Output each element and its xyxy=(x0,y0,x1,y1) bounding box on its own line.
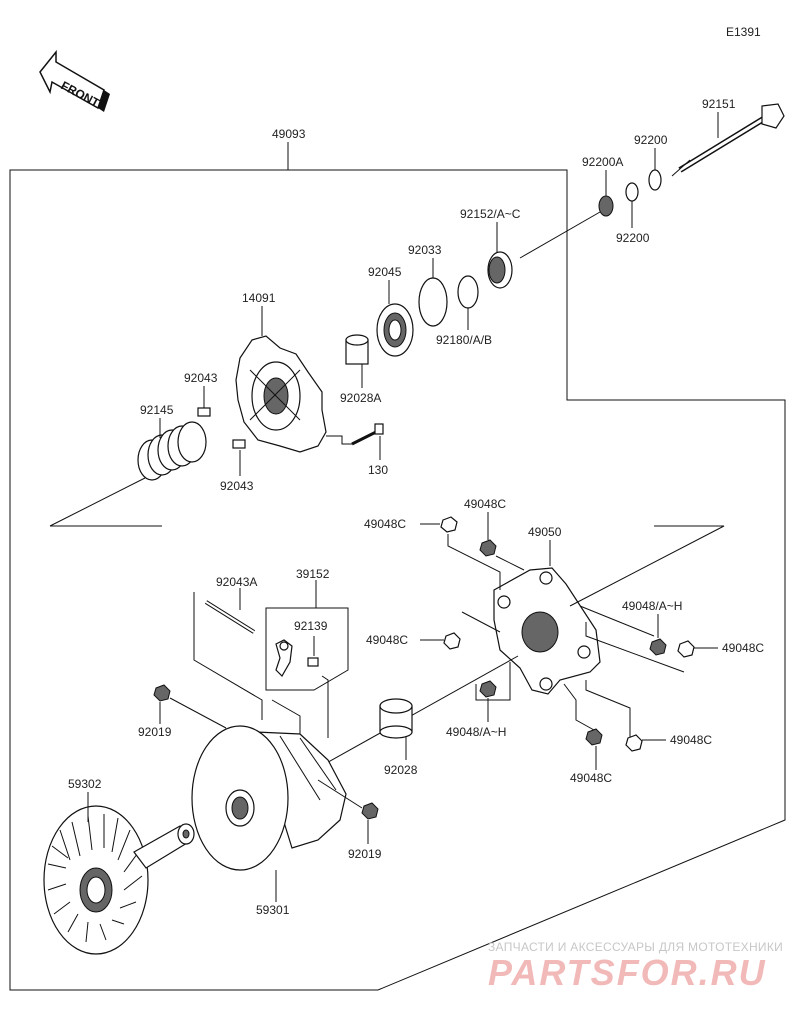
collar-92152 xyxy=(487,251,513,289)
watermark-tagline: ЗАПЧАСТИ И АКСЕССУАРЫ ДЛЯ МОТОТЕХНИКИ xyxy=(488,940,784,954)
weight-39152 xyxy=(275,639,293,677)
label-92033: 92033 xyxy=(408,243,442,257)
washer-92200A xyxy=(598,195,614,217)
snap-ring-92033 xyxy=(418,277,448,327)
sheave-59301 xyxy=(191,725,347,871)
nut-49048C-3 xyxy=(443,632,461,650)
label-59301: 59301 xyxy=(256,903,290,917)
label-49048C-right: 49048C xyxy=(722,641,764,655)
label-92200-bottom: 92200 xyxy=(616,231,650,245)
nut-49048C-2 xyxy=(479,539,497,557)
label-92200-top: 92200 xyxy=(634,133,668,147)
label-92019-right: 92019 xyxy=(348,847,382,861)
sheave-59302 xyxy=(43,805,195,955)
pin-92043A xyxy=(204,600,256,634)
nut-92019-right xyxy=(361,802,379,820)
label-14091: 14091 xyxy=(242,291,276,305)
washer-92200-bottom xyxy=(625,182,639,202)
label-92139: 92139 xyxy=(294,619,328,633)
diagram-code: E1391 xyxy=(726,25,761,39)
spider-49050 xyxy=(493,567,601,695)
label-49048AH-mid: 49048/A~H xyxy=(446,725,506,739)
dowel-92043-bottom xyxy=(232,439,246,449)
nut-49048AH-mid xyxy=(479,680,497,698)
bolt-92151 xyxy=(671,103,785,177)
nut-49048C-1 xyxy=(440,516,458,533)
bushing-92028A xyxy=(345,334,369,365)
nut-92019-left xyxy=(153,684,171,702)
front-arrow-icon: FRONT xyxy=(39,49,110,112)
nut-49048C-right xyxy=(677,640,695,658)
label-92043-top: 92043 xyxy=(184,371,218,385)
bushing-92028 xyxy=(379,698,413,739)
label-92200A: 92200A xyxy=(582,155,623,169)
label-92145: 92145 xyxy=(140,403,174,417)
washer-92200-top xyxy=(648,169,662,191)
watermark-logo: PARTSFOR.RU xyxy=(488,952,767,993)
spring-92145 xyxy=(137,421,207,481)
bolt-130 xyxy=(351,423,384,446)
nut-49048C-bottom xyxy=(585,728,603,746)
label-92028A: 92028A xyxy=(340,391,381,405)
label-49048C-3: 49048C xyxy=(366,633,408,647)
label-49048C-1: 49048C xyxy=(364,517,406,531)
bearing-92045 xyxy=(376,303,414,357)
label-92028: 92028 xyxy=(384,763,418,777)
nut-49048AH-right xyxy=(649,638,667,656)
label-49048C-br: 49048C xyxy=(670,733,712,747)
label-92180: 92180/A/B xyxy=(436,333,492,347)
label-92019-left: 92019 xyxy=(138,725,172,739)
roller-92139 xyxy=(307,657,319,667)
nut-49048C-br xyxy=(625,734,643,752)
label-130: 130 xyxy=(368,463,388,477)
label-49050: 49050 xyxy=(528,525,562,539)
label-92152: 92152/A~C xyxy=(460,207,521,221)
label-59302: 59302 xyxy=(68,777,102,791)
label-92043-bottom: 92043 xyxy=(220,479,254,493)
label-49048C-bottom: 49048C xyxy=(570,771,612,785)
label-92045: 92045 xyxy=(368,265,402,279)
label-49048C-2: 49048C xyxy=(464,497,506,511)
label-49093: 49093 xyxy=(272,127,306,141)
cover-14091 xyxy=(235,335,327,453)
circlip-92180 xyxy=(457,275,479,309)
label-49048AH-right: 49048/A~H xyxy=(622,599,682,613)
label-92043A: 92043A xyxy=(216,575,257,589)
dowel-92043-top xyxy=(197,407,211,417)
assembly-outline xyxy=(9,169,786,991)
label-39152: 39152 xyxy=(296,567,330,581)
label-92151: 92151 xyxy=(702,97,736,111)
